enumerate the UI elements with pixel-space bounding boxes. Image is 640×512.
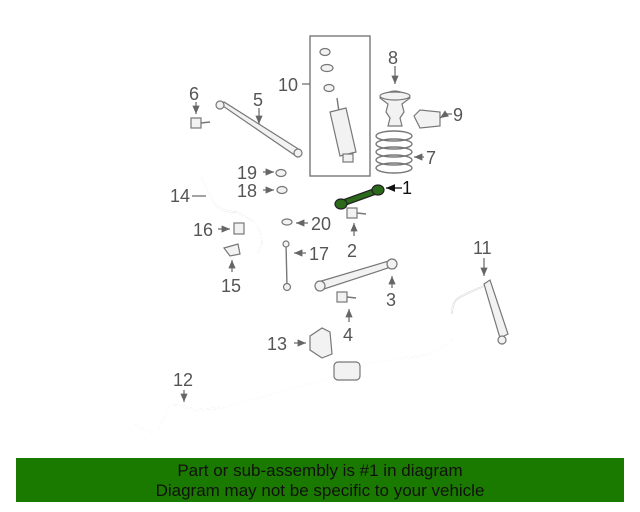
callout-2: 2: [347, 241, 357, 261]
callout-1: 1: [402, 178, 412, 198]
callout-13: 13: [267, 334, 287, 354]
callout-16: 16: [193, 220, 213, 240]
callout-5: 5: [253, 90, 263, 110]
part-3-lower-arm: [314, 258, 398, 292]
part-8-bump-stop: [379, 66, 411, 127]
part-12-pipe-assembly: [135, 339, 453, 433]
callout-14: 14: [170, 186, 190, 206]
part-4-bolt: [336, 291, 357, 322]
callout-7: 7: [426, 148, 436, 168]
callout-19: 19: [237, 163, 257, 183]
part-11-shock-absorber: [451, 258, 509, 345]
banner-line-2: Diagram may not be specific to your vehi…: [155, 481, 485, 500]
part-15-bracket: [222, 243, 241, 272]
callout-4: 4: [343, 325, 353, 345]
callout-12: 12: [173, 370, 193, 390]
callout-18: 18: [237, 181, 257, 201]
part-20-washer: [281, 218, 308, 227]
part-2-bolt: [346, 207, 367, 236]
part-6-bolt: [190, 102, 211, 129]
callout-6: 6: [189, 84, 199, 104]
callout-15: 15: [221, 276, 241, 296]
callout-10: 10: [278, 75, 298, 95]
callout-17: 17: [309, 244, 329, 264]
part-17-stabilizer-link: [282, 240, 306, 292]
part-16-bushing: [218, 222, 245, 235]
part-10-shock-kit: [302, 35, 371, 177]
callout-8: 8: [388, 48, 398, 68]
part-5-upper-arm: [215, 100, 303, 158]
callout-3: 3: [386, 290, 396, 310]
callout-9: 9: [453, 105, 463, 125]
callout-11: 11: [473, 238, 492, 258]
callout-20: 20: [311, 214, 331, 234]
part-13-bracket: [294, 327, 333, 359]
part-9-spring-mount: [413, 109, 452, 129]
part-14-stabilizer-bar: [192, 177, 263, 253]
part-18-bushing: [263, 185, 288, 195]
part-1-lateral-link: [334, 184, 402, 210]
info-banner: Part or sub-assembly is #1 in diagram Di…: [16, 458, 624, 502]
banner-line-1: Part or sub-assembly is #1 in diagram: [177, 461, 463, 480]
part-19-bushing: [263, 168, 287, 178]
part-7-coil-spring: [375, 130, 424, 174]
